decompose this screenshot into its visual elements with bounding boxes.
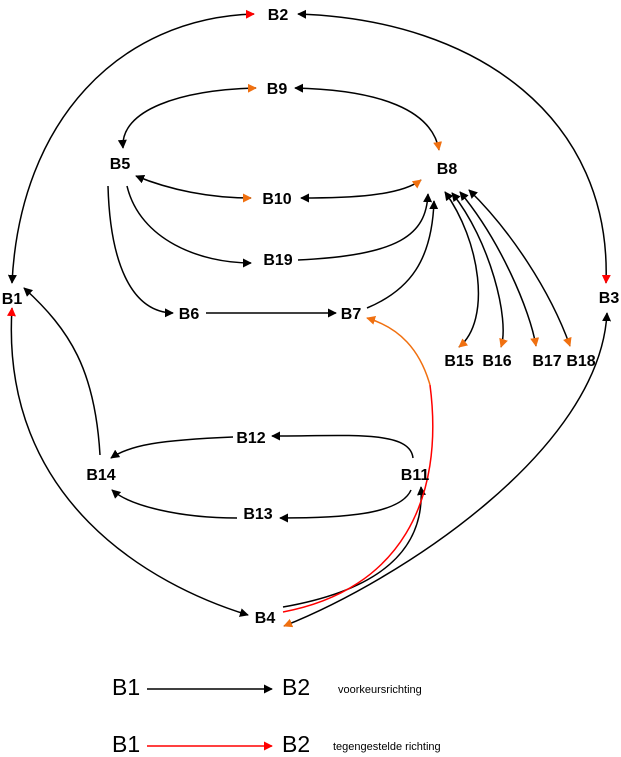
edge-b13-b14 <box>111 489 238 519</box>
edge-b4-b7-orange <box>366 316 431 386</box>
node-b15: B15 <box>444 353 473 370</box>
edge-b8-b18 <box>468 189 572 347</box>
edge-b5-b10 <box>135 174 252 203</box>
node-b19: B19 <box>263 252 292 269</box>
edge-b12-b14 <box>110 436 234 459</box>
node-b14: B14 <box>86 467 115 484</box>
node-b4: B4 <box>255 610 276 627</box>
legend-preferred: B1 B2 voorkeursrichting <box>112 674 422 700</box>
node-b1: B1 <box>2 291 23 308</box>
edge-b1-b2 <box>7 9 255 284</box>
edge-b8-b15 <box>444 191 480 348</box>
node-b17: B17 <box>532 353 561 370</box>
node-b6: B6 <box>179 306 200 323</box>
node-b11: B11 <box>401 467 430 484</box>
edge-b8-b17 <box>459 191 540 347</box>
node-b12: B12 <box>236 430 265 447</box>
node-b13: B13 <box>243 506 272 523</box>
node-b8: B8 <box>437 161 458 178</box>
legend-label: voorkeursrichting <box>338 684 422 696</box>
legend: B1 B2 voorkeursrichting B1 B2 tegengeste… <box>112 674 441 757</box>
node-b7: B7 <box>341 306 362 323</box>
edge-b5-b6 <box>107 185 174 318</box>
edge-b3-b4 <box>283 312 612 628</box>
edge-b19-b8 <box>297 193 433 261</box>
edge-b10-b8 <box>300 179 422 203</box>
edge-b1-b4 <box>7 307 249 617</box>
legend-from: B1 <box>112 731 140 757</box>
legend-from: B1 <box>112 674 140 700</box>
legend-to: B2 <box>282 674 310 700</box>
node-b2: B2 <box>268 7 289 24</box>
edges <box>7 9 612 628</box>
edge-b5-b9 <box>117 83 257 149</box>
nodes: B2 B9 B5 B8 B10 B19 B1 B3 B6 B7 B15 B16 … <box>2 7 620 627</box>
node-b10: B10 <box>262 191 291 208</box>
edge-b14-b1 <box>23 287 101 456</box>
edge-b2-b3 <box>297 9 611 284</box>
edge-b4-b7-red <box>282 384 434 613</box>
legend-label: tegengestelde richting <box>333 741 441 753</box>
legend-to: B2 <box>282 731 310 757</box>
node-b3: B3 <box>599 290 620 307</box>
edge-b11-b13 <box>279 489 412 523</box>
edge-b9-b8 <box>294 83 443 151</box>
node-b5: B5 <box>110 156 131 173</box>
node-b9: B9 <box>267 81 288 98</box>
edge-b7-b8 <box>366 200 439 309</box>
node-b18: B18 <box>566 353 595 370</box>
node-b16: B16 <box>482 353 511 370</box>
legend-opposite: B1 B2 tegengestelde richting <box>112 731 441 757</box>
edge-b5-b19 <box>126 185 252 268</box>
edge-b4-b11 <box>282 486 426 608</box>
edge-b11-b12 <box>271 431 414 459</box>
